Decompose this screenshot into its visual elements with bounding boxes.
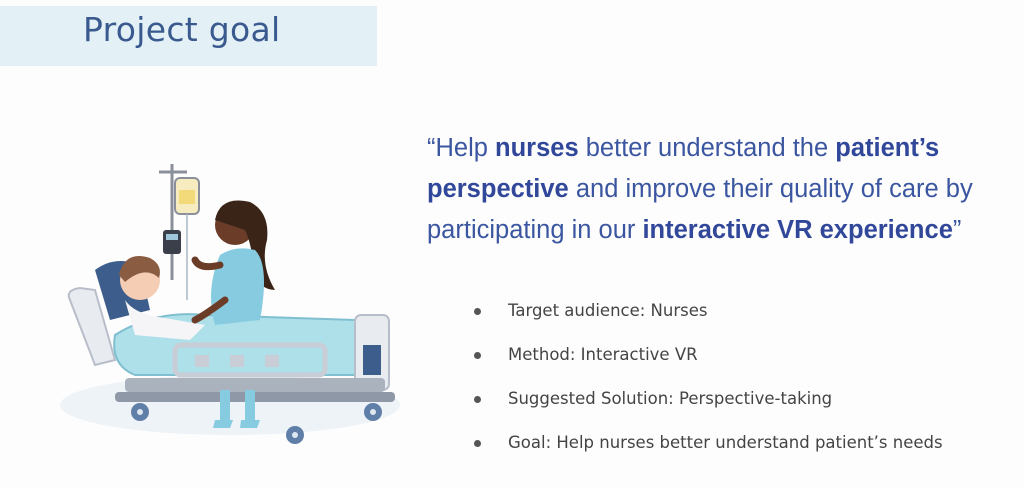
bullet-icon <box>474 308 481 315</box>
bullet-icon <box>474 440 481 447</box>
goal-bullet-list: Target audience: Nurses Method: Interact… <box>470 296 943 472</box>
quote-part: ” <box>952 216 962 244</box>
bullet-label: Goal: Help nurses better understand pati… <box>508 433 943 452</box>
nurse-patient-hospital-bed-icon <box>60 164 400 444</box>
quote-part: and improve their quality of care by par… <box>427 175 973 244</box>
quote-emphasis: patient’s perspective <box>427 134 940 203</box>
bullet-label: Target audience: Nurses <box>508 301 708 320</box>
quote-part: better understand the <box>578 134 836 162</box>
quote-emphasis: nurses <box>495 134 579 162</box>
quote-part: “Help <box>427 134 496 162</box>
project-goal-quote: “Help nurses better understand the patie… <box>427 128 1007 251</box>
list-item: Target audience: Nurses <box>470 296 943 340</box>
list-item: Goal: Help nurses better understand pati… <box>470 428 943 472</box>
bullet-label: Suggested Solution: Perspective-taking <box>508 389 833 408</box>
page-title: Project goal <box>83 10 281 49</box>
bullet-icon <box>474 352 481 359</box>
bullet-icon <box>474 396 481 403</box>
list-item: Method: Interactive VR <box>470 340 943 384</box>
quote-emphasis: interactive VR experience <box>642 216 953 244</box>
title-banner <box>0 6 377 66</box>
bullet-label: Method: Interactive VR <box>508 345 698 364</box>
list-item: Suggested Solution: Perspective-taking <box>470 384 943 428</box>
